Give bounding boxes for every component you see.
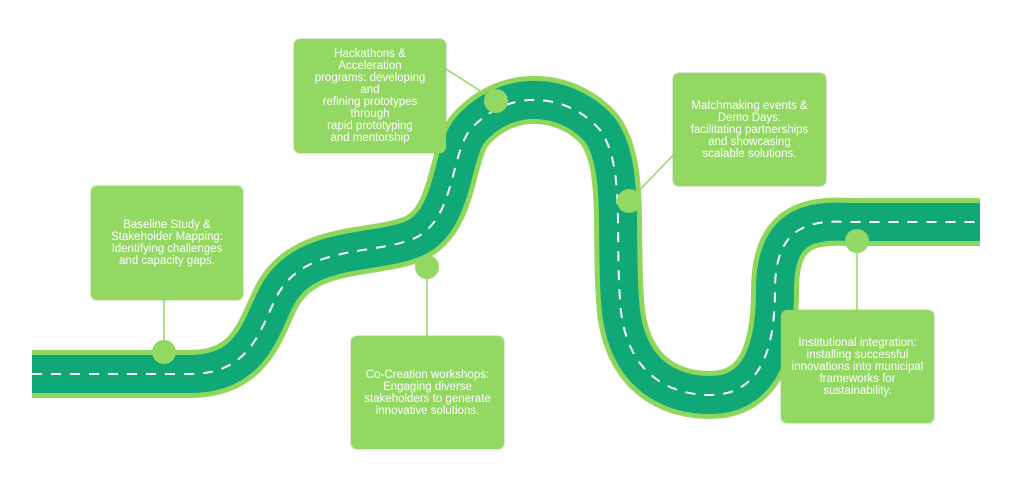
milestone-card-institutional: Institutional integration: installing su… <box>781 310 934 423</box>
milestone-dot-2 <box>484 89 508 113</box>
lane-marking <box>32 98 980 397</box>
milestone-dot-4 <box>617 189 641 213</box>
milestone-card-baseline: Baseline Study & Stakeholder Mapping: Id… <box>91 186 243 300</box>
milestone-dot-1 <box>152 340 176 364</box>
milestone-dot-5 <box>845 229 869 253</box>
milestone-dot-3 <box>415 255 439 279</box>
milestone-card-matchmaking: Matchmaking events & Demo Days: facilita… <box>673 73 826 186</box>
connector-line-4 <box>628 147 681 202</box>
milestone-text-institutional: Institutional integration: installing su… <box>791 336 924 397</box>
milestone-text-hackathons: Hackathons & Acceleration programs: deve… <box>314 48 426 144</box>
milestone-card-cocreation: Co-Creation workshops: Engaging diverse … <box>351 336 504 449</box>
milestone-text-cocreation: Co-Creation workshops: Engaging diverse … <box>364 368 491 417</box>
milestone-text-baseline: Baseline Study & Stakeholder Mapping: Id… <box>111 219 223 267</box>
milestone-card-hackathons: Hackathons & Acceleration programs: deve… <box>294 39 446 153</box>
milestone-text-matchmaking: Matchmaking events & Demo Days: facilita… <box>690 99 809 160</box>
